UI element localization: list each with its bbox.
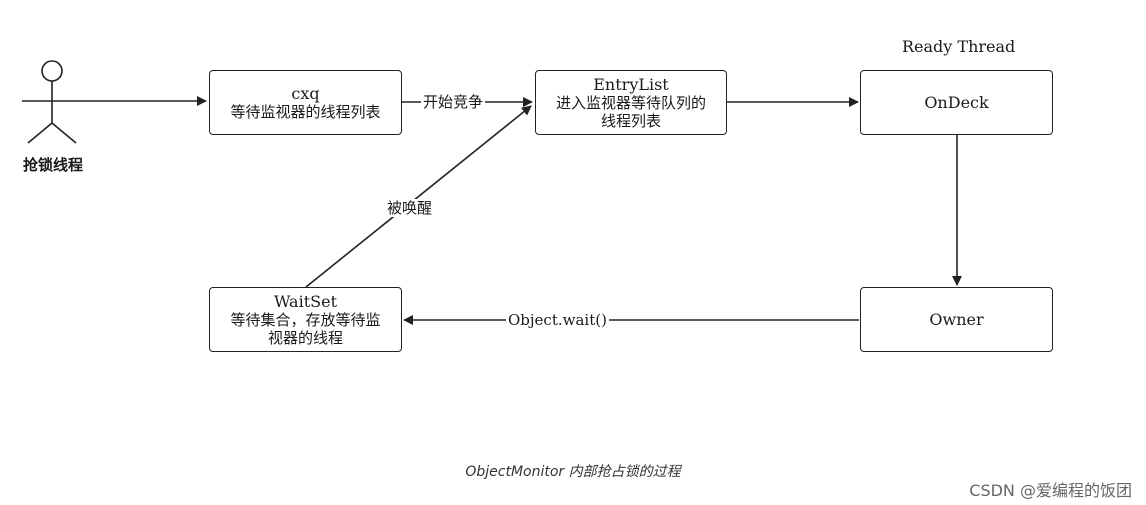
actor-label: 抢锁线程 <box>22 156 83 174</box>
node-entrylist-desc-line1: 进入监视器等待队列的 <box>555 93 706 112</box>
node-ondeck-title: OnDeck <box>924 92 989 112</box>
node-entrylist: EntryList 进入监视器等待队列的 线程列表 <box>535 70 727 135</box>
node-waitset-desc-line1: 等待集合，存放等待监 <box>230 310 381 329</box>
node-cxq-desc: 等待监视器的线程列表 <box>230 102 381 121</box>
actor-figure <box>22 60 82 144</box>
edge-label-object-wait: Object.wait() <box>506 311 609 329</box>
actor-right-leg <box>51 122 77 144</box>
figure-caption: ObjectMonitor 内部抢占锁的过程 <box>465 464 681 480</box>
node-cxq: cxq 等待监视器的线程列表 <box>209 70 402 135</box>
node-owner: Owner <box>860 287 1053 352</box>
node-entrylist-title: EntryList <box>593 74 669 94</box>
node-waitset-title: WaitSet <box>274 291 337 311</box>
watermark: CSDN @爱编程的饭团 <box>969 481 1132 500</box>
node-ondeck: OnDeck <box>860 70 1053 135</box>
node-entrylist-desc-line2: 线程列表 <box>600 111 661 130</box>
ready-thread-label: Ready Thread <box>902 37 1016 56</box>
node-cxq-title: cxq <box>291 83 320 103</box>
node-waitset-desc-line2: 视器的线程 <box>267 328 343 347</box>
node-waitset: WaitSet 等待集合，存放等待监 视器的线程 <box>209 287 402 352</box>
edge-label-start-compete: 开始竞争 <box>421 93 486 111</box>
actor-head <box>41 60 63 82</box>
actor-left-leg <box>27 122 53 144</box>
edge-label-awakened: 被唤醒 <box>385 199 435 217</box>
edge-waitset-to-entrylist <box>305 105 532 288</box>
node-owner-title: Owner <box>929 309 984 329</box>
